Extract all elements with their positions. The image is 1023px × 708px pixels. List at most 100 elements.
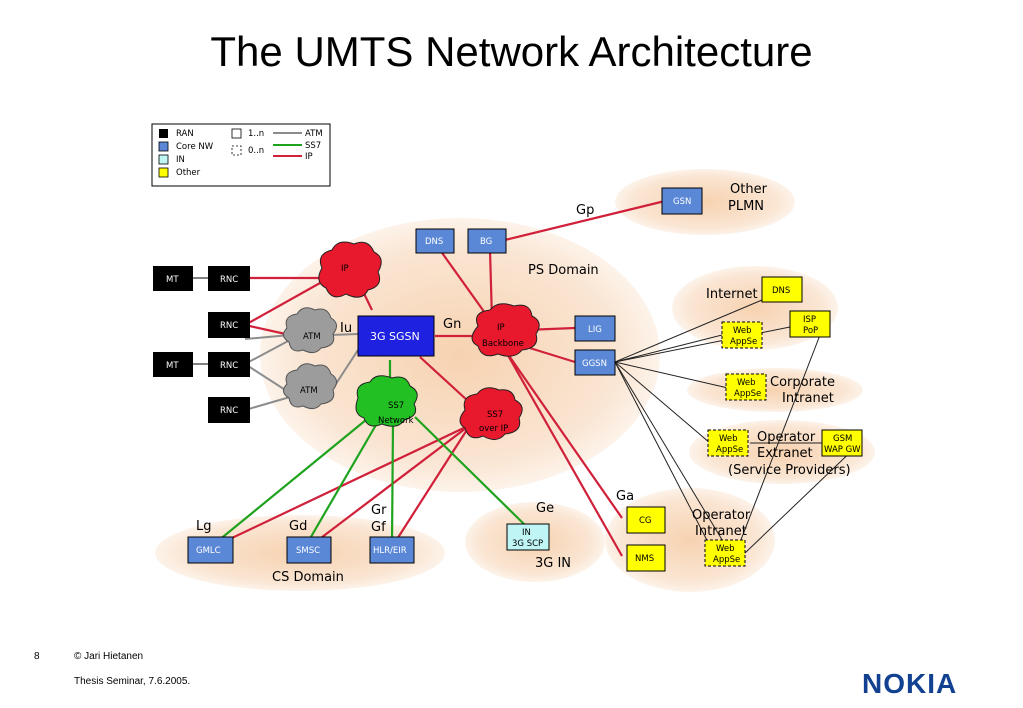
ss7-over-ip-cloud: SS7 over IP [459,387,523,440]
web-appse-extranet-label-2: AppSe [716,445,743,455]
ss7-links [212,360,529,546]
rnc-node-1: RNC [208,266,250,291]
ggsn-node-label: GGSN [582,359,607,369]
in-domain-label: 3G IN [535,556,571,571]
page-title: The UMTS Network Architecture [210,28,813,75]
gsm-wap-gw-node: GSM WAP GW [821,429,863,457]
ss7-cloud-label-2: Network [378,416,414,426]
hlr-eir-node: HLR/EIR [369,536,415,564]
gsn-node: GSN [661,187,703,215]
footer-event: Thesis Seminar, 7.6.2005. [74,676,191,687]
web-appse-intranet-label-2: AppSe [713,555,740,565]
mt-node-2-label: MT [166,361,179,371]
operator-intranet-label-1: Operator [692,508,751,523]
atm-cloud-1: ATM [283,307,337,354]
web-appse-intranet-label-1: Web [716,544,735,554]
corporate-label-1: Corporate [770,375,835,390]
ip-cloud-label: IP [341,264,349,274]
rnc-node-4-label: RNC [220,406,238,416]
mt-node-2: MT [153,352,193,377]
legend-in: IN [176,155,185,165]
internet-label: Internet [706,287,758,302]
legend-other-swatch [158,167,169,178]
ip-backbone-label-1: IP [497,323,505,333]
legend-one-n: 1..n [248,129,264,139]
rnc-node-3: RNC [208,352,250,377]
sgsn-node-label: 3G SGSN [370,330,420,343]
footer-author: © Jari Hietanen [74,651,144,662]
rnc-node-1-label: RNC [220,275,238,285]
iu-interface-label: Iu [340,321,352,336]
internet-dns-node-label: DNS [772,286,790,296]
gsm-wap-gw-label-2: WAP GW [824,445,861,455]
other-plmn-label-2: PLMN [728,199,764,214]
dns-node-label: DNS [425,237,443,247]
web-appse-internet-label-1: Web [733,326,752,336]
gsm-wap-gw-label-1: GSM [833,434,852,444]
ss7-cloud: SS7 Network [355,375,418,427]
ss7-over-ip-label-2: over IP [479,424,508,434]
gr-interface-label: Gr [371,503,387,518]
operator-extranet-label-3: (Service Providers) [728,463,851,478]
gmlc-node-label: GMLC [196,546,221,556]
gd-interface-label: Gd [289,519,307,534]
legend-atm: ATM [305,129,323,139]
ip-backbone-label-2: Backbone [482,339,524,349]
mt-node-1-label: MT [166,275,179,285]
lg-interface-label: Lg [196,519,212,534]
scp-node-label-1: IN [522,528,531,538]
web-appse-corporate: Web AppSe [725,373,767,401]
isp-pop-label-1: ISP [803,315,816,325]
legend-ran: RAN [176,129,194,139]
ss7-cloud-label-1: SS7 [388,401,404,411]
legend-zero-n-swatch [231,145,242,156]
cs-domain-label: CS Domain [272,570,344,585]
gf-interface-label: Gf [371,520,386,535]
web-appse-internet: Web AppSe [721,321,763,349]
nms-node-label: NMS [635,554,654,564]
nms-node: NMS [626,544,666,572]
atm-cloud-2: ATM [283,363,337,410]
legend: RAN Core NW IN Other 1..n 0..n ATM SS7 I… [151,123,331,187]
legend-ip: IP [305,152,313,162]
cg-node-label: CG [639,516,652,526]
web-appse-corporate-label-2: AppSe [734,389,761,399]
gmlc-node: GMLC [187,536,234,564]
corporate-label-2: Intranet [782,391,834,406]
rnc-node-2: RNC [208,312,250,338]
sgsn-node: 3G SGSN [357,315,435,357]
mt-node-1: MT [153,266,193,291]
web-appse-extranet: Web AppSe [707,429,749,457]
lig-node: LIG [574,315,616,342]
other-plmn-label-1: Other [730,182,768,197]
ggsn-node: GGSN [574,349,616,376]
legend-ss7: SS7 [305,141,321,151]
web-appse-corporate-label-1: Web [737,378,756,388]
legend-one-n-swatch [231,128,242,139]
isp-pop-node: ISP PoP [789,310,831,338]
rnc-node-2-label: RNC [220,321,238,331]
atm-cloud-2-label: ATM [300,386,318,396]
ip-cloud: IP [318,241,382,298]
web-appse-internet-label-2: AppSe [730,337,757,347]
gn-interface-label: Gn [443,317,461,332]
other-plmn-area [615,169,795,235]
operator-extranet-label-2: Extranet [757,446,813,461]
ga-interface-label: Ga [616,489,634,504]
legend-zero-n: 0..n [248,146,264,156]
legend-core-swatch [158,141,169,152]
hlr-eir-node-label: HLR/EIR [373,546,407,556]
operator-intranet-label-2: Intranet [695,524,747,539]
legend-in-swatch [158,154,169,165]
cg-node: CG [626,506,666,534]
smsc-node: SMSC [286,536,332,564]
smsc-node-label: SMSC [296,546,320,556]
web-appse-intranet: Web AppSe [704,539,746,567]
dns-node: DNS [415,228,455,254]
nokia-logo: NOKIA [862,668,958,699]
legend-core: Core NW [176,142,214,152]
gp-interface-label: Gp [576,203,594,218]
rnc-node-3-label: RNC [220,361,238,371]
ps-domain-label: PS Domain [528,263,599,278]
